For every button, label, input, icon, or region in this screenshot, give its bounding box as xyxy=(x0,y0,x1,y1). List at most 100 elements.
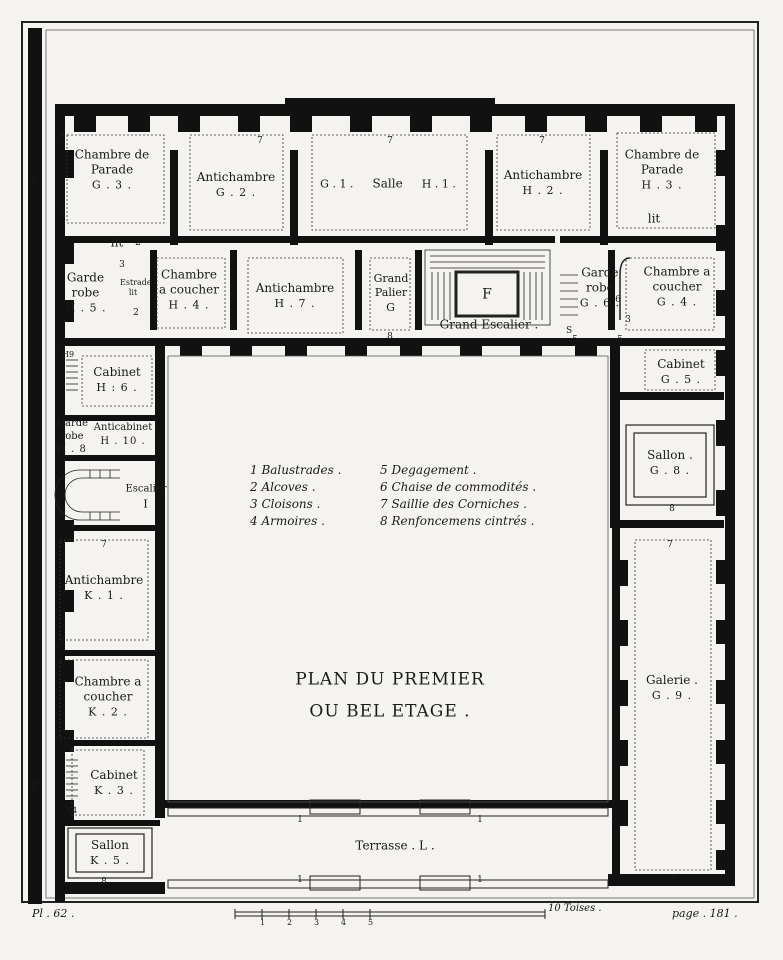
room-name: Cabinet xyxy=(657,357,705,372)
escalier-i xyxy=(54,469,120,521)
ref-number-8: 8 xyxy=(101,877,107,887)
room-name: Chambre a coucher xyxy=(74,674,142,704)
legend: 1 Balustrades . 5 Degagement . 2 Alcoves … xyxy=(250,462,536,530)
legend-row: 1 Balustrades . 5 Degagement . xyxy=(250,462,536,479)
room-name: Grand Palier xyxy=(373,271,409,299)
room-name: Galerie . xyxy=(646,673,698,688)
room-name: Cabinet xyxy=(90,768,138,783)
room-g2-label: Antichambre G . 2 . xyxy=(197,170,276,200)
room-h2-label: Antichambre H . 2 . xyxy=(504,168,583,198)
ref-number-1: 1 xyxy=(297,815,303,825)
room-h4-label: Chambre a coucher H . 4 . xyxy=(158,268,220,313)
ref-number-7: 7 xyxy=(539,136,545,146)
room-name: Garde robe xyxy=(57,417,89,442)
ref-number-3: 3 xyxy=(625,315,631,325)
room-code: G . 5 . xyxy=(660,373,702,387)
room-code: G . 6 . xyxy=(579,296,621,310)
room-code: G xyxy=(386,300,396,314)
room-h8-label: Garde robe H . 8 xyxy=(57,417,89,457)
room-code: H . 10 . xyxy=(100,435,146,447)
room-code: I xyxy=(143,496,149,510)
legend-entry: 5 Degagement . xyxy=(380,463,477,477)
plate-frame xyxy=(21,21,759,903)
room-name: Antichambre xyxy=(196,170,276,185)
right-piers xyxy=(716,150,730,870)
interior-walls xyxy=(60,150,730,878)
scale-bar xyxy=(234,909,546,919)
legend-row: 2 Alcoves .6 Chaise de commodités . xyxy=(250,479,536,496)
ref-number-7: 7 xyxy=(671,875,677,885)
ref-number-1: 1 xyxy=(477,875,483,885)
ref-number-5: 5 xyxy=(617,335,623,345)
legend-row: 4 Armoires . 8 Renfoncemens cintrés . xyxy=(250,513,536,530)
room-h5-label: Garde robe H . 5 . xyxy=(65,271,106,316)
room-name: Anticabinet xyxy=(93,422,153,433)
room-g8-label: Sallon . G . 8 . xyxy=(647,448,693,478)
stair-treads xyxy=(430,255,545,320)
title-line-2: OU BEL ETAGE . xyxy=(309,702,471,722)
room-name: Cabinet xyxy=(93,365,141,380)
ref-number-2: 2 xyxy=(133,308,139,318)
room-code: G . 9 . xyxy=(651,689,693,703)
room-h10-label: Anticabinet H . 10 . xyxy=(94,422,152,448)
room-g6-label: Garde robe G . 6 . xyxy=(580,266,620,311)
room-code: G . 3 . xyxy=(91,178,133,192)
room-h7-label: Antichambre H . 7 . xyxy=(256,281,335,311)
legend-entry: 4 Armoires . xyxy=(250,514,325,528)
room-name: Salle xyxy=(372,176,403,191)
room-name: Sallon xyxy=(90,838,130,853)
ref-number-7: 7 xyxy=(667,540,673,550)
stair-f-label: F xyxy=(482,286,492,303)
legend-entry: 7 Saillie des Corniches . xyxy=(380,497,527,511)
room-code: K . 2 . xyxy=(88,705,128,719)
room-name: Antichambre xyxy=(503,168,583,183)
scale-tick-label: 1 xyxy=(260,918,266,927)
legend-entry: 8 Renfoncemens cintrés . xyxy=(380,514,535,528)
escalier-i-label: Escalier I xyxy=(125,483,166,510)
legend-entry: 1 Balustrades . xyxy=(250,463,342,477)
room-code: H . 3 . xyxy=(641,178,683,192)
room-g3-label: Chambre de Parade G . 3 . xyxy=(72,148,152,193)
legend-row: 3 Cloisons . 7 Saillie des Corniches . xyxy=(250,496,536,513)
lit-right-label: lit xyxy=(647,211,661,226)
room-g5-label: Cabinet G . 5 . xyxy=(657,357,705,387)
plate-number: Pl . 62 . xyxy=(32,907,75,920)
room-name: Chambre a coucher xyxy=(159,267,219,297)
room-h3-label: Chambre de Parade H . 3 . xyxy=(622,148,702,193)
ref-number-7: 7 xyxy=(387,136,393,146)
ref-number-5: 5 xyxy=(572,335,578,345)
room-name: Chambre a coucher xyxy=(643,264,711,294)
legend-entry: 6 Chaise de commodités . xyxy=(380,480,537,494)
terrasse-label: Terrasse . L . xyxy=(355,838,435,853)
terrace-balustrades xyxy=(167,799,609,891)
room-k5-label: Sallon K . 5 . xyxy=(90,838,130,868)
plan-title: PLAN DU PREMIER OU BEL ETAGE . xyxy=(295,664,485,729)
room-code: H . 8 xyxy=(57,443,87,455)
ref-number-1: 1 xyxy=(297,875,303,885)
room-salle-label: G . 1 . Salle H . 1 . xyxy=(320,177,456,192)
ref-number-7: 7 xyxy=(257,136,263,146)
grand-staircase xyxy=(424,249,551,326)
small-stairs xyxy=(66,274,578,797)
room-name: Garde robe xyxy=(66,270,105,300)
scale-tick-label: 2 xyxy=(287,918,293,927)
h9-mark: H9 xyxy=(62,350,75,359)
room-code: H . 7 . xyxy=(274,297,316,311)
legend-entry: 3 Cloisons . xyxy=(250,497,321,511)
alcove-curves xyxy=(619,257,631,320)
room-galerie-label: Galerie . G . 9 . xyxy=(646,673,698,703)
room-name: Chambre de Parade xyxy=(624,147,700,177)
s-mark: S xyxy=(566,326,573,336)
room-name: Escalier xyxy=(125,483,167,495)
grand-escalier-label: Grand Escalier . xyxy=(439,317,539,332)
ref-number-8: 8 xyxy=(669,504,675,514)
room-code: H . 5 . xyxy=(65,301,107,315)
ref-number-4: 4 xyxy=(59,207,65,217)
room-outlines xyxy=(59,132,716,871)
t-mark-bottom: T xyxy=(30,782,37,793)
room-name: Antichambre xyxy=(64,573,144,588)
room-code: H . 4 . xyxy=(168,298,210,312)
room-name: Garde robe xyxy=(581,265,619,295)
